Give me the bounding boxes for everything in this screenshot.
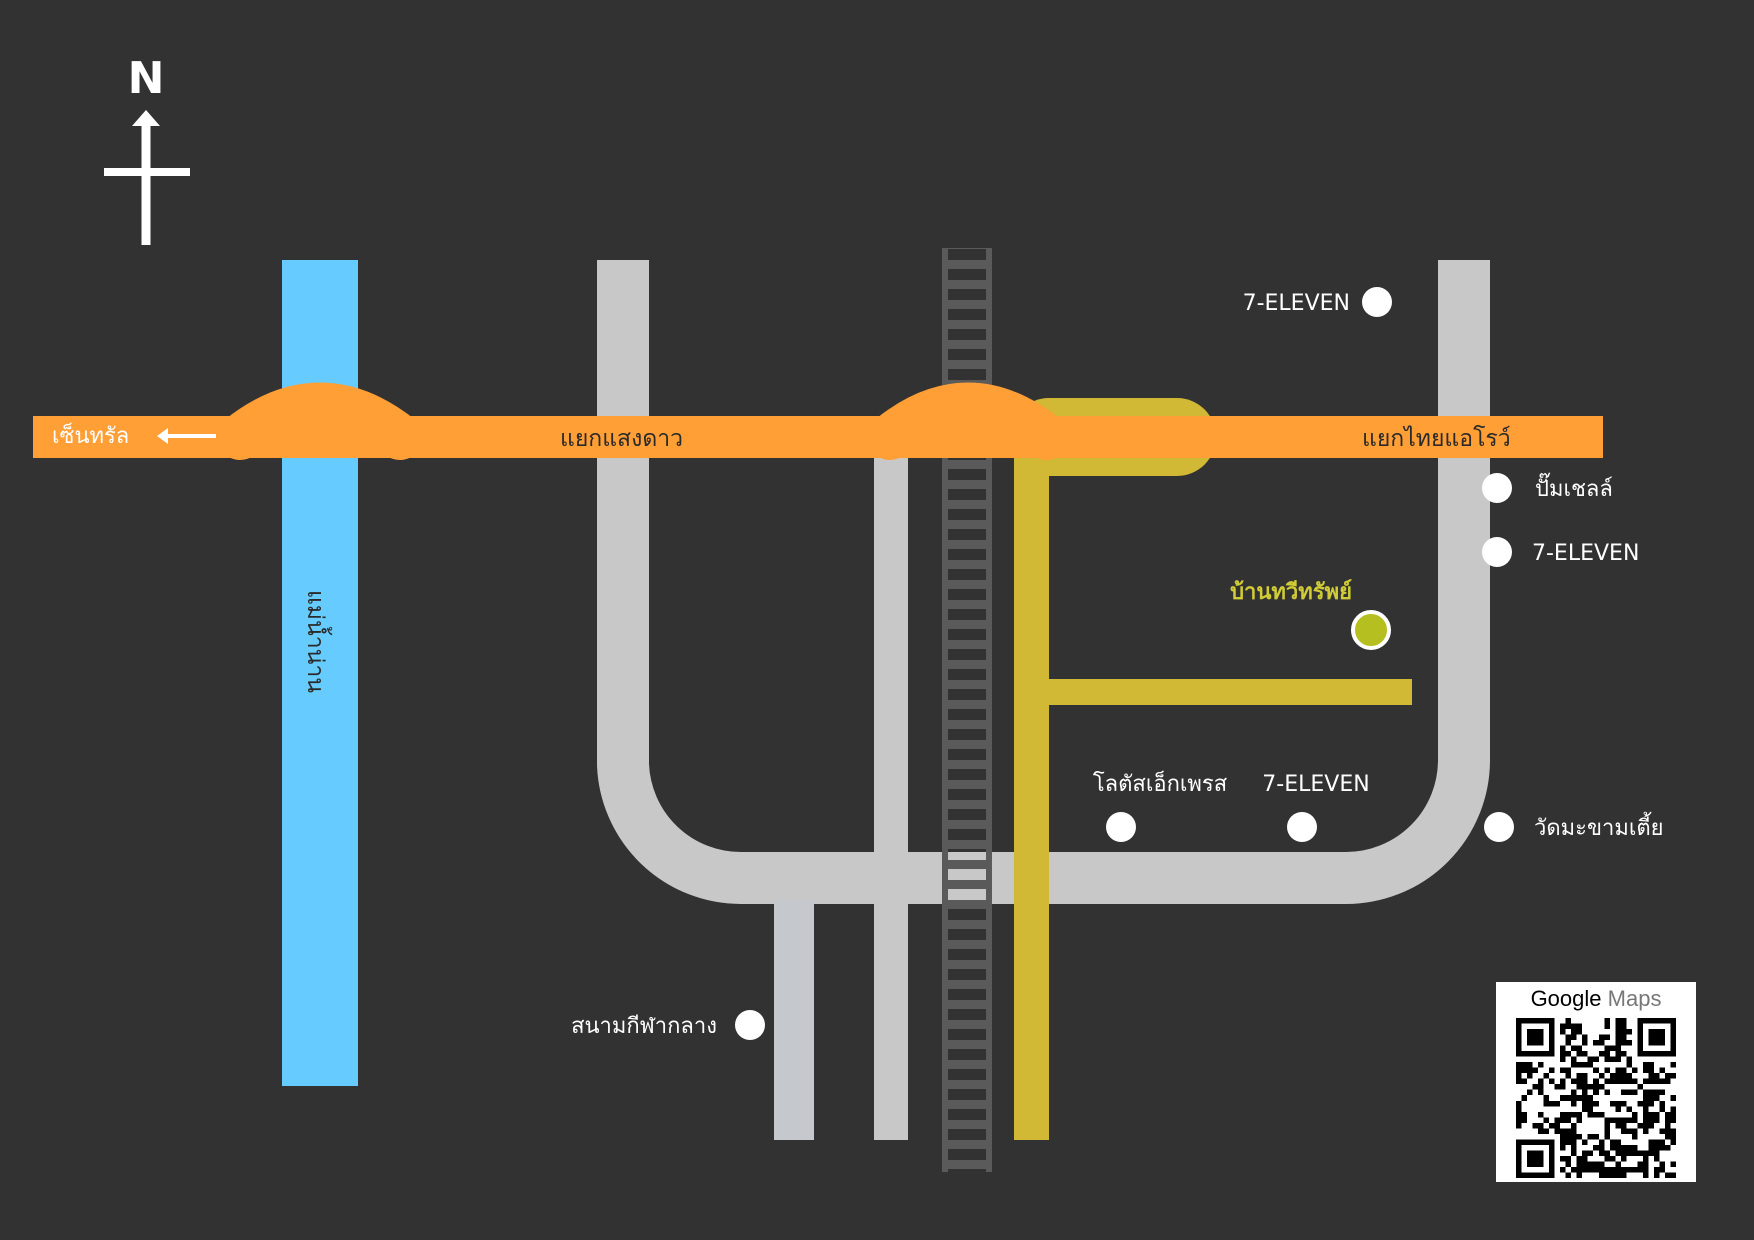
secondary-road-2 — [874, 445, 908, 1140]
secondary-road-u — [597, 260, 1490, 905]
pump-marker — [1482, 473, 1512, 503]
seven-eleven-top-marker — [1362, 287, 1392, 317]
pump-label: ปั๊มเชลล์ — [1535, 472, 1613, 502]
overpass-rail — [867, 382, 1069, 460]
arrow-left-icon — [157, 428, 216, 444]
seven-eleven-bottom-marker — [1287, 812, 1317, 842]
seven-eleven-right-label: 7-ELEVEN — [1532, 541, 1639, 566]
google-wordmark: Google — [1530, 986, 1602, 1011]
qr-code-icon — [1516, 1018, 1676, 1178]
junction-label-thai-arrow: แยกไทยแอโรว์ — [1362, 425, 1511, 452]
google-maps-logo: Google Maps — [1496, 986, 1696, 1012]
highlight-road-vertical — [1014, 445, 1049, 1140]
north-arrow-icon — [104, 110, 190, 245]
secondary-road-3 — [774, 900, 814, 1140]
seven-eleven-right-marker — [1482, 537, 1512, 567]
stadium-label: สนามกีฬากลาง — [571, 1014, 717, 1039]
overpass-river — [217, 382, 423, 460]
temple-marker — [1484, 812, 1514, 842]
maps-wordmark: Maps — [1607, 986, 1662, 1011]
destination-marker — [1351, 610, 1391, 650]
seven-eleven-bottom-label: 7-ELEVEN — [1262, 772, 1369, 797]
google-maps-qr-card[interactable]: Google Maps — [1496, 982, 1696, 1182]
highlight-road-horizontal — [1048, 679, 1412, 705]
destination-label: บ้านทวีทรัพย์ — [1230, 579, 1352, 605]
lotus-label: โลตัสเอ็กเพรส — [1093, 769, 1228, 797]
junction-label-saengdao: แยกแสงดาว — [560, 426, 683, 452]
river-label: แม่น้ำน่าน — [302, 590, 332, 693]
stadium-marker — [735, 1010, 765, 1040]
compass-label: N — [128, 53, 165, 104]
temple-label: วัดมะขามเตี้ย — [1534, 812, 1664, 841]
lotus-marker — [1106, 812, 1136, 842]
seven-eleven-top-label: 7-ELEVEN — [1243, 291, 1350, 316]
main-road-label-left: เซ็นทรัล — [52, 421, 129, 449]
